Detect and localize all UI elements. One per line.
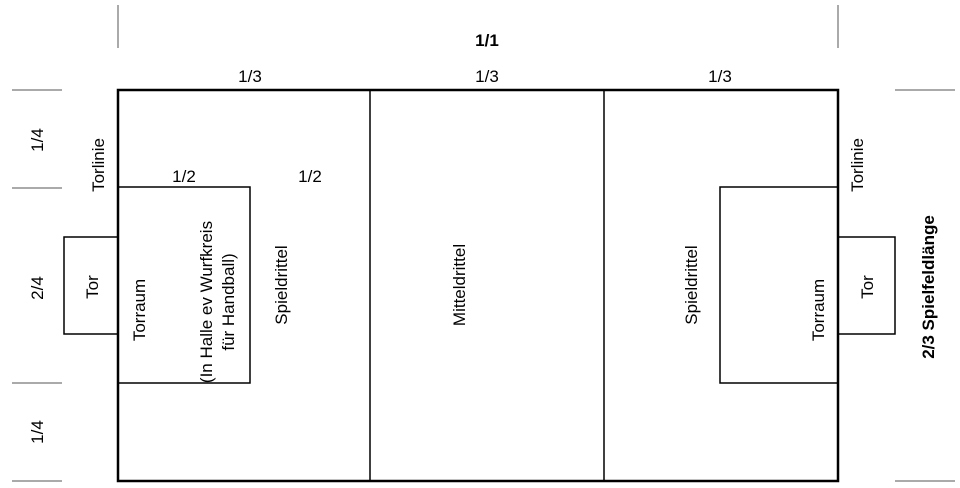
goal-left — [63, 236, 118, 335]
torraum-right-label: Torraum — [809, 279, 828, 341]
quarter-top-label: 1/4 — [28, 128, 47, 152]
tor-right-label: Tor — [858, 275, 877, 299]
field-boundary — [116, 88, 840, 483]
mitteldrittel-label: Mitteldrittel — [450, 244, 469, 326]
half-goal-area-label: 1/2 — [172, 167, 196, 186]
third-middle-label: 1/3 — [475, 67, 499, 86]
spieldrittel-left-label: Spieldrittel — [272, 245, 291, 324]
full-width-label: 1/1 — [475, 31, 499, 50]
length-note-label: 2/3 Spielfeldlänge — [919, 215, 938, 359]
torraum-left-label: Torraum — [130, 279, 149, 341]
torraum-left-note-line2: für Handball) — [219, 253, 238, 350]
tor-left-label: Tor — [83, 275, 102, 299]
torlinie-right-label: Torlinie — [848, 138, 867, 192]
goal-right — [838, 236, 896, 335]
half-rest-label: 1/2 — [298, 167, 322, 186]
goal-area-right — [719, 186, 838, 384]
half-middle-label: 2/4 — [28, 276, 47, 300]
spieldrittel-right-label: Spieldrittel — [682, 245, 701, 324]
quarter-bottom-label: 1/4 — [28, 420, 47, 444]
torlinie-left-label: Torlinie — [89, 138, 108, 192]
third-right-label: 1/3 — [708, 67, 732, 86]
goal-area-left — [118, 186, 251, 384]
torraum-left-note-line1: (In Halle ev Wurfkreis — [197, 221, 216, 383]
third-left-label: 1/3 — [238, 67, 262, 86]
